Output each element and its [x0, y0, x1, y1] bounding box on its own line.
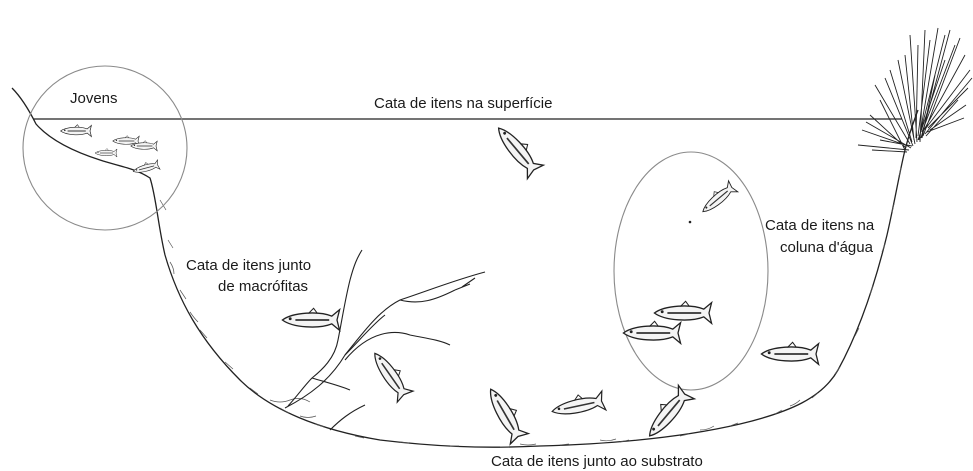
- marginal-grass-tuft: [858, 28, 972, 152]
- water-column-group-ellipse: [614, 152, 768, 390]
- juvenile-fish: [95, 149, 117, 158]
- label-jovens: Jovens: [70, 89, 118, 108]
- juvenile-fish: [61, 125, 92, 137]
- lake-basin-outline: [12, 88, 918, 447]
- column-fish: [698, 180, 738, 217]
- label-water-column-2: coluna d'água: [780, 238, 873, 257]
- macrophyte-branches: [285, 250, 485, 430]
- food-particle: [689, 221, 692, 224]
- macrophyte-fish: [282, 308, 339, 330]
- surface-fish: [491, 121, 545, 179]
- macrophyte-fish: [367, 347, 414, 402]
- column-fish: [623, 321, 680, 343]
- label-macrophytes-1: Cata de itens junto: [186, 256, 311, 275]
- substrate-fish: [482, 383, 530, 444]
- label-surface-feeding: Cata de itens na superfície: [374, 94, 552, 113]
- column-fish: [654, 301, 711, 323]
- substrate-texture: [160, 168, 901, 447]
- label-macrophytes-2: de macrófitas: [218, 277, 308, 296]
- juvenile-fish: [132, 159, 160, 176]
- substrate-fish: [550, 390, 606, 421]
- bank-fish: [761, 342, 818, 364]
- label-substrate: Cata de itens junto ao substrato: [491, 452, 703, 471]
- label-water-column-1: Cata de itens na: [765, 216, 874, 235]
